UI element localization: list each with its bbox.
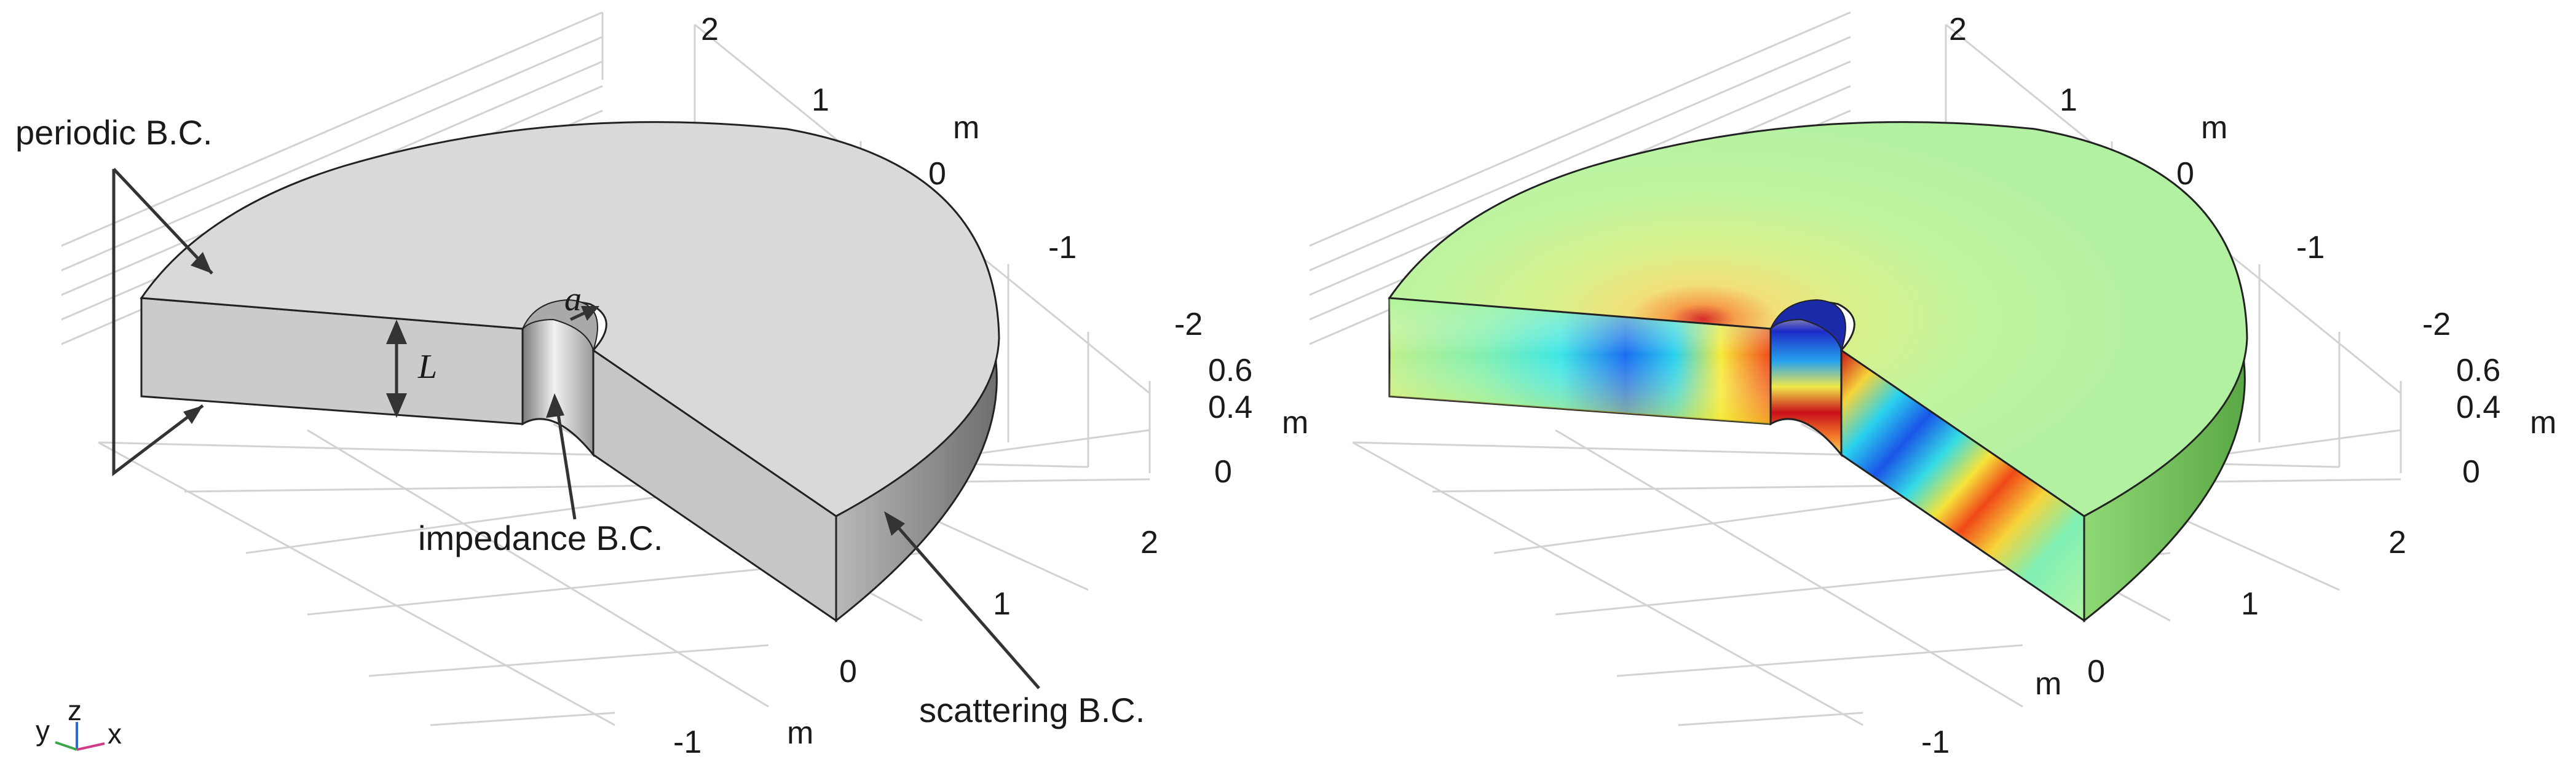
right-y-tick-4: -2 bbox=[2422, 307, 2451, 342]
arrow-periodic-bottom bbox=[112, 169, 204, 477]
axis-triad: z y x bbox=[36, 694, 122, 751]
right-y-axis: 2 1 0 m -1 -2 bbox=[1949, 12, 2451, 342]
arrowhead-a bbox=[581, 306, 599, 321]
arrow-scattering bbox=[887, 515, 1040, 689]
symbol-a: a bbox=[564, 280, 582, 318]
arrow-periodic-top bbox=[113, 168, 213, 275]
left-y-axis: 2 1 0 m -1 -2 bbox=[701, 12, 1203, 342]
arrowhead-scattering bbox=[884, 511, 905, 536]
left-z-tick-0: 0.6 bbox=[1208, 353, 1252, 388]
left-x-axis: 2 1 0 m -1 bbox=[673, 525, 1158, 760]
arrow-impedance bbox=[555, 402, 577, 520]
right-top-face bbox=[1388, 121, 2248, 517]
right-z-axis: 0.6 0.4 m 0 bbox=[2456, 353, 2556, 490]
left-panel: 2 1 0 m -1 -2 0.6 0.4 m 0 2 1 0 m -1 per… bbox=[15, 11, 1308, 760]
triad-x-label: x bbox=[108, 718, 122, 750]
symbol-L: L bbox=[417, 348, 437, 386]
left-y-tick-3: -1 bbox=[1048, 230, 1077, 265]
left-annotations: periodic B.C. L a impedance B.C. scatter… bbox=[15, 113, 1145, 729]
left-x-tick-2: 0 bbox=[839, 654, 857, 689]
right-y-unit: m bbox=[2201, 110, 2227, 146]
arrowhead-periodic-top bbox=[191, 252, 212, 273]
left-bore-opening bbox=[522, 299, 598, 353]
triad-z-label: z bbox=[68, 694, 82, 726]
arrowhead-periodic-bottom bbox=[183, 406, 203, 424]
triad-y-line bbox=[55, 741, 77, 751]
left-z-tick-1: 0.4 bbox=[1208, 390, 1252, 425]
left-y-unit: m bbox=[953, 110, 979, 146]
right-x-tick-0: 2 bbox=[2388, 525, 2406, 560]
left-x-unit: m bbox=[787, 715, 813, 751]
right-x-unit: m bbox=[2035, 666, 2061, 702]
left-x-tick-1: 1 bbox=[993, 586, 1011, 622]
right-x-tick-3: -1 bbox=[1921, 724, 1950, 760]
left-z-unit: m bbox=[1282, 405, 1308, 441]
right-x-tick-2: 0 bbox=[2087, 654, 2105, 689]
label-periodic-bc: periodic B.C. bbox=[15, 113, 213, 152]
label-impedance-bc: impedance B.C. bbox=[418, 519, 663, 557]
label-scattering-bc: scattering B.C. bbox=[919, 691, 1145, 729]
right-x-tick-1: 1 bbox=[2241, 586, 2259, 622]
right-z-tick-2: 0 bbox=[2462, 454, 2480, 490]
right-z-tick-1: 0.4 bbox=[2456, 390, 2500, 425]
arrowhead-impedance bbox=[546, 393, 564, 418]
left-z-axis: 0.6 0.4 m 0 bbox=[1208, 353, 1308, 490]
right-x-axis: 2 1 0 m -1 bbox=[1921, 525, 2406, 760]
arrowhead-L-top bbox=[386, 320, 407, 344]
left-x-tick-0: 2 bbox=[1140, 525, 1158, 560]
right-y-tick-0: 2 bbox=[1949, 12, 1967, 47]
left-y-tick-4: -2 bbox=[1174, 307, 1203, 342]
left-z-tick-2: 0 bbox=[1214, 454, 1232, 490]
left-y-tick-2: 0 bbox=[928, 156, 946, 192]
left-top-face bbox=[140, 121, 1000, 517]
right-panel: 2 1 0 m -1 -2 0.6 0.4 m 0 2 1 0 m -1 bbox=[1309, 11, 2556, 760]
left-y-tick-1: 1 bbox=[812, 82, 829, 118]
right-cut-face-left-shade bbox=[1389, 298, 1771, 424]
right-y-tick-2: 0 bbox=[2176, 156, 2194, 192]
right-bore-opening bbox=[1770, 299, 1846, 353]
left-y-tick-0: 2 bbox=[701, 12, 719, 47]
right-z-unit: m bbox=[2530, 405, 2556, 441]
right-y-tick-3: -1 bbox=[2296, 230, 2325, 265]
triad-y-label: y bbox=[36, 715, 50, 747]
right-y-tick-1: 1 bbox=[2060, 82, 2077, 118]
right-z-tick-0: 0.6 bbox=[2456, 353, 2500, 388]
triad-x-line bbox=[76, 742, 105, 751]
arrowhead-L-bottom bbox=[386, 393, 407, 418]
left-x-tick-3: -1 bbox=[673, 724, 701, 760]
